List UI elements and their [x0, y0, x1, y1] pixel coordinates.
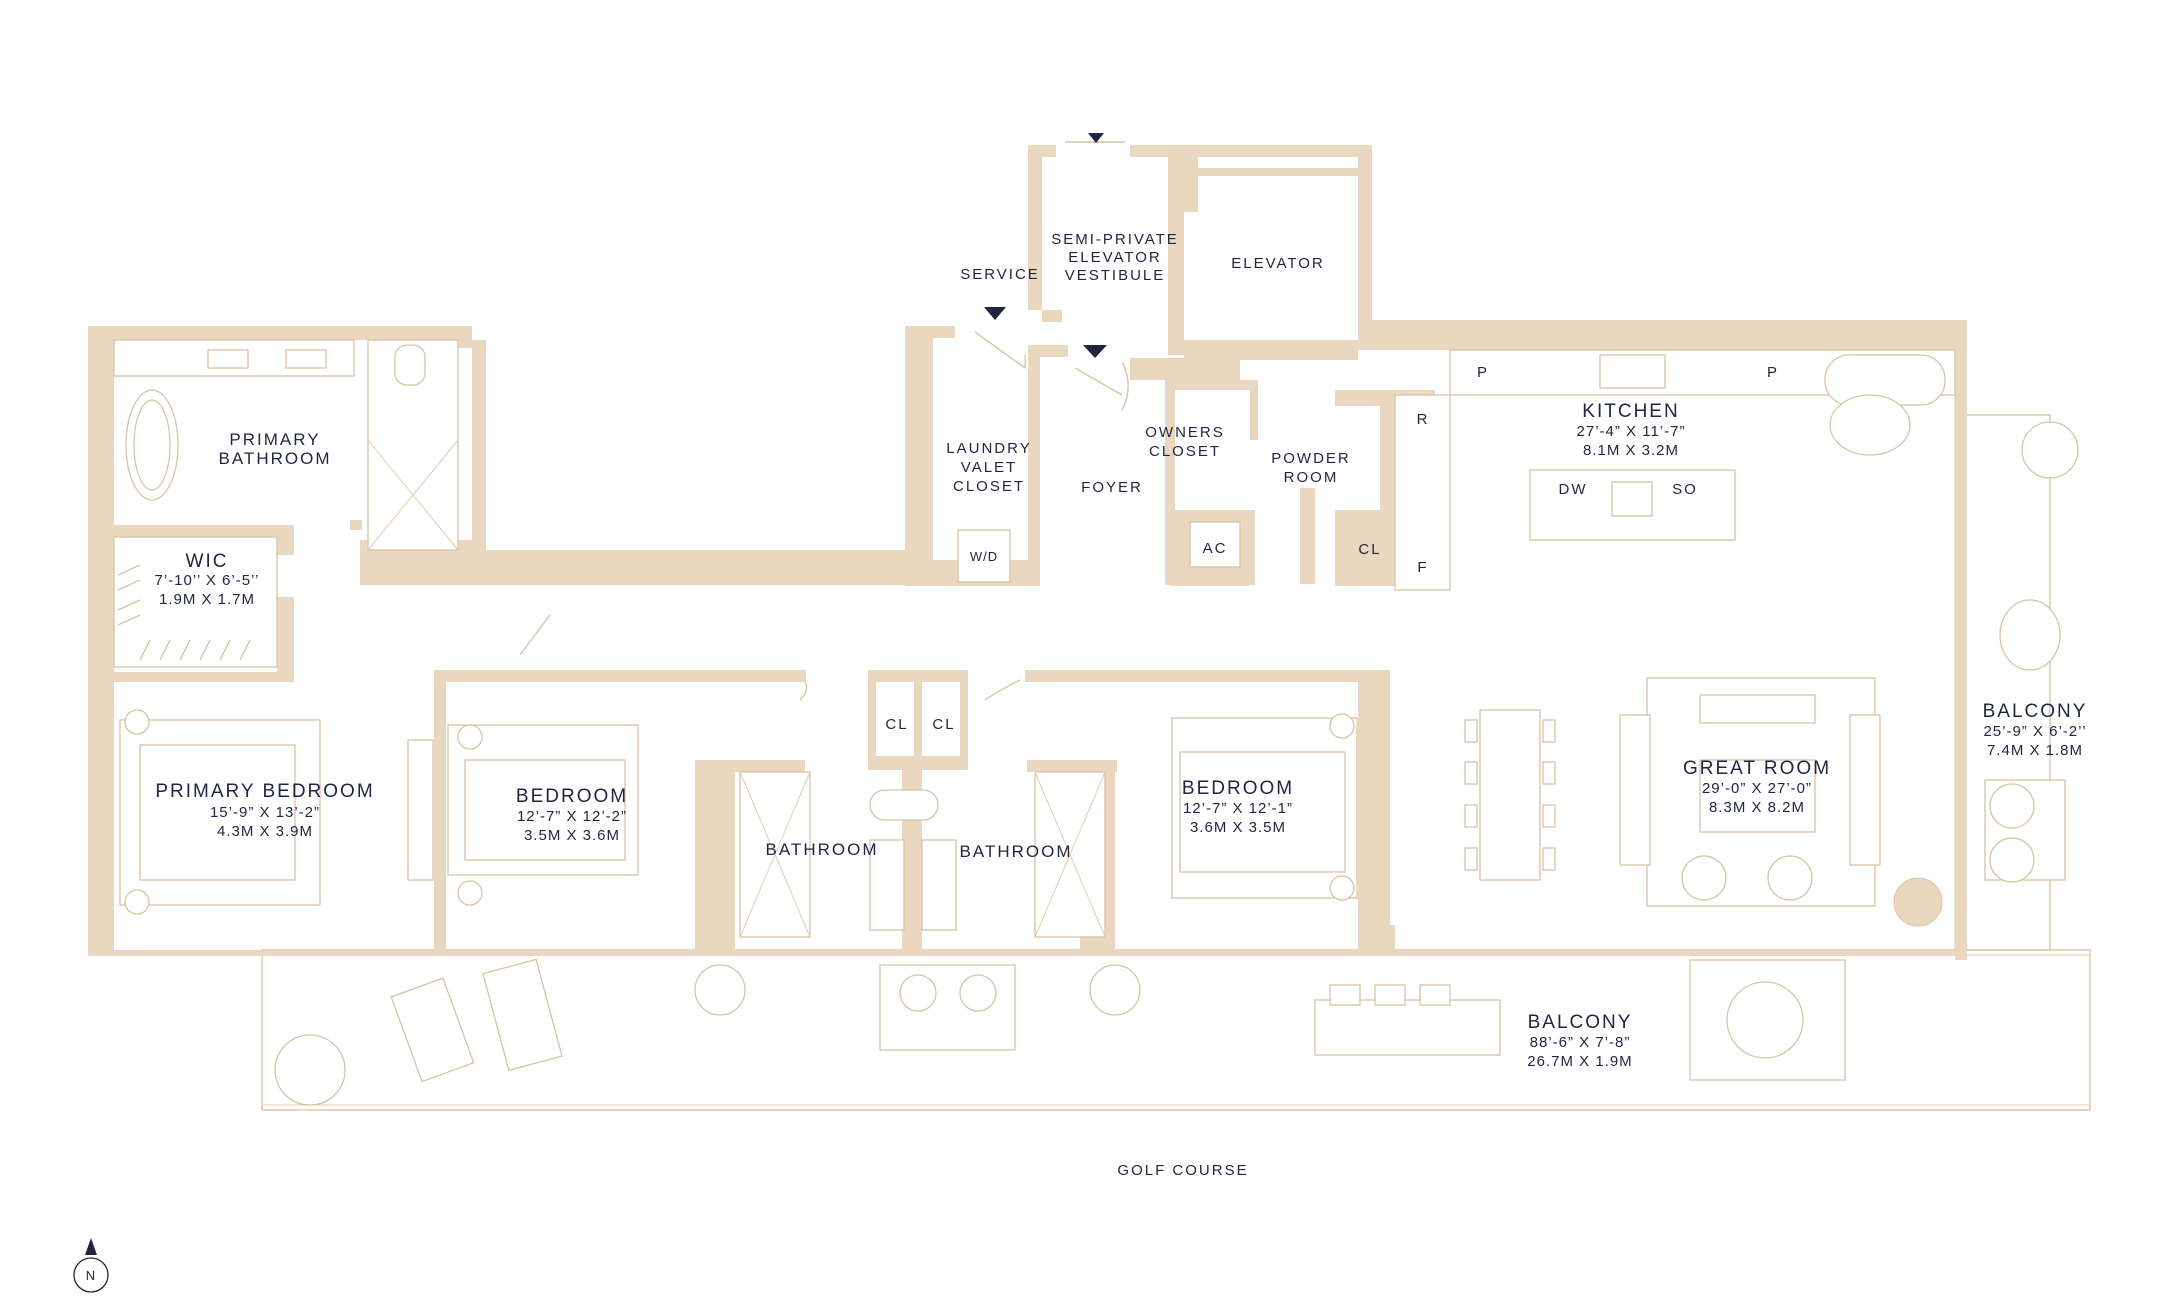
bedroom-3-label: BEDROOM — [1182, 778, 1294, 799]
south-balcony-label: BALCONY — [1528, 1012, 1633, 1033]
primary-bathroom-label-1: PRIMARY — [229, 430, 320, 449]
owners-closet-label-2: CLOSET — [1149, 443, 1221, 460]
north-indicator: N — [73, 1238, 109, 1293]
door-swings — [519, 141, 1129, 701]
closet-a-label: CL — [885, 716, 908, 733]
vestibule-label-2: ELEVATOR — [1068, 249, 1162, 266]
kitchen-pantry-left: P — [1477, 364, 1489, 381]
east-balcony-dim-imperial: 25’-9” X 6’-2’’ — [1983, 723, 2086, 740]
kitchen-dishwasher: DW — [1559, 481, 1588, 498]
east-balcony-dim-metric: 7.4M X 1.8M — [1987, 742, 2083, 759]
kitchen-dim-imperial: 27’-4” X 11’-7” — [1577, 423, 1686, 440]
great-room-label: GREAT ROOM — [1683, 758, 1831, 779]
laundry-label-3: CLOSET — [953, 478, 1025, 495]
kitchen-freezer: F — [1417, 559, 1428, 576]
closet-b-label: CL — [932, 716, 955, 733]
bathroom-2-label: BATHROOM — [766, 840, 879, 859]
ac-label: AC — [1203, 540, 1228, 557]
vestibule-label-3: VESTIBULE — [1065, 267, 1166, 284]
washer-dryer-label: W/D — [970, 549, 998, 564]
bedroom-2-dim-imperial: 12’-7” X 12’-2” — [517, 808, 627, 825]
primary-bedroom-dim-metric: 4.3M X 3.9M — [217, 823, 313, 840]
north-icon: N — [86, 1268, 96, 1283]
golf-course-label: GOLF COURSE — [1117, 1162, 1248, 1179]
kitchen-dim-metric: 8.1M X 3.2M — [1583, 442, 1679, 459]
kitchen-steam-oven: SO — [1672, 481, 1698, 498]
foyer-label: FOYER — [1081, 479, 1143, 496]
service-label-text: SERVICE — [960, 266, 1040, 283]
primary-bedroom-label: PRIMARY BEDROOM — [155, 781, 374, 802]
east-balcony-label: BALCONY — [1983, 701, 2088, 722]
south-balcony-dim-imperial: 88’-6” X 7’-8” — [1530, 1034, 1631, 1051]
bedroom-3-dim-imperial: 12’-7” X 12’-1” — [1183, 800, 1293, 817]
owners-closet-label-1: OWNERS — [1145, 424, 1225, 441]
primary-bathroom-label-2: BATHROOM — [219, 449, 332, 468]
kitchen-pantry-right: P — [1767, 364, 1779, 381]
primary-bedroom-dim-imperial: 15’-9” X 13’-2” — [210, 804, 320, 821]
furniture — [113, 339, 2079, 1106]
wic-dim-imperial: 7’-10’’ X 6’-5’’ — [155, 572, 260, 589]
south-balcony-dim-metric: 26.7M X 1.9M — [1527, 1053, 1632, 1070]
bathroom-3-label: BATHROOM — [960, 842, 1073, 861]
bedroom-2-label: BEDROOM — [516, 786, 628, 807]
kitchen-refrigerator: R — [1417, 411, 1430, 428]
laundry-label-1: LAUNDRY — [946, 440, 1031, 457]
bedroom-2-dim-metric: 3.5M X 3.6M — [524, 827, 620, 844]
vestibule-label-1: SEMI-PRIVATE — [1051, 231, 1179, 248]
room-labels: PRIMARY BATHROOM WIC 7’-10’’ X 6’-5’’ 1.… — [155, 231, 2088, 1179]
kitchen-label: KITCHEN — [1582, 401, 1679, 422]
entry-arrows — [984, 133, 1107, 358]
laundry-label-2: VALET — [961, 459, 1017, 476]
powder-room-label-2: ROOM — [1284, 469, 1339, 486]
closet-c-label: CL — [1358, 541, 1381, 558]
elevator-label: ELEVATOR — [1231, 255, 1325, 272]
bedroom-3-dim-metric: 3.6M X 3.5M — [1190, 819, 1286, 836]
great-room-dim-metric: 8.3M X 8.2M — [1709, 799, 1805, 816]
wic-dim-metric: 1.9M X 1.7M — [159, 591, 255, 608]
wic-label: WIC — [186, 551, 229, 572]
great-room-dim-imperial: 29’-0” X 27’-0” — [1702, 780, 1812, 797]
powder-room-label-1: POWDER — [1271, 450, 1351, 467]
